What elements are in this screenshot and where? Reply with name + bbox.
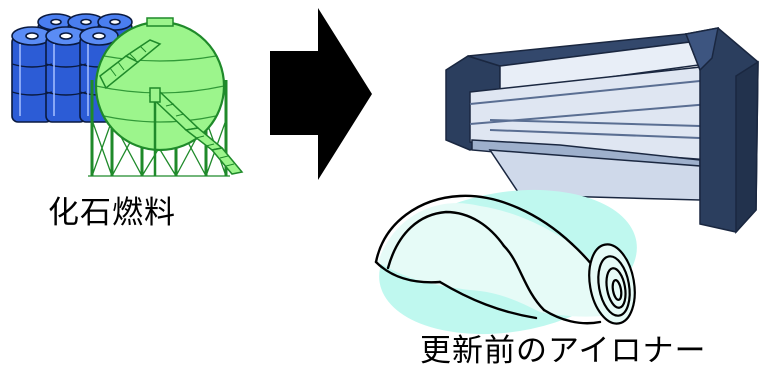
fossil-fuel-label: 化石燃料 — [48, 195, 176, 231]
ironer-machine-icon — [445, 27, 759, 234]
gas-tank-icon — [88, 17, 244, 177]
ironer-before-label: 更新前のアイロナー — [420, 333, 707, 369]
right-arrow-icon — [270, 8, 372, 180]
rolled-linen-icon — [374, 189, 637, 335]
